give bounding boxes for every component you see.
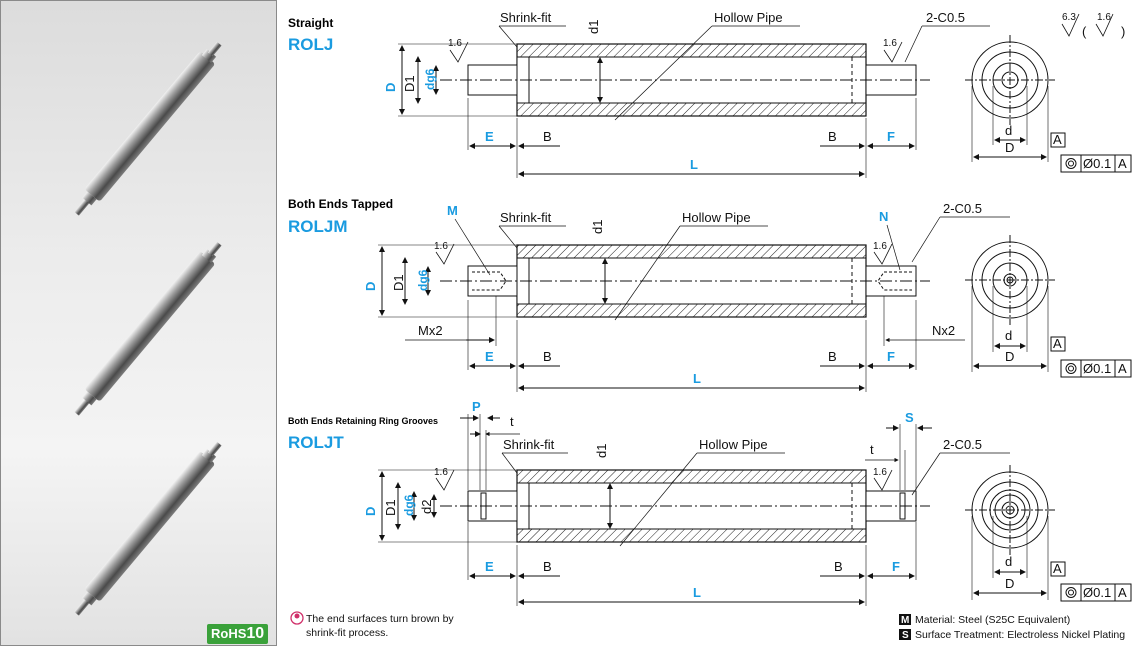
dim-F: F <box>887 129 895 144</box>
dim-d1: d1 <box>590 220 605 234</box>
roughness-mark: 1.6 <box>434 467 448 478</box>
drawing-svg: Straight ROLJ D D1 dg6 d1 Shrink-fit Hol… <box>288 10 1132 641</box>
surface-text: Surface Treatment: Electroless Nickel Pl… <box>915 629 1125 641</box>
material-text: Material: Steel (S25C Equivalent) <box>915 614 1070 626</box>
datum-A: A <box>1053 336 1062 351</box>
label-hollow-pipe: Hollow Pipe <box>682 210 751 225</box>
roller-photo-2 <box>74 241 222 416</box>
dim-L: L <box>693 371 701 386</box>
brown-note: The end surfaces turn brown by shrink-fi… <box>290 611 454 639</box>
product-photo-panel: RoHS10 <box>0 0 277 646</box>
dim-F: F <box>892 559 900 574</box>
dim-D-end: D <box>1005 576 1014 591</box>
view-subtitle: Both Ends Tapped <box>288 197 393 211</box>
view-name: ROLJT <box>288 433 344 452</box>
rohs-badge: RoHS10 <box>207 624 269 644</box>
dim-D: D <box>363 282 378 291</box>
dim-M: M <box>447 203 458 218</box>
roller-photos <box>74 41 222 616</box>
roughness-mark: 1.6 <box>883 38 897 49</box>
tolerance-ref: A <box>1118 361 1127 376</box>
dim-B: B <box>834 559 843 574</box>
dim-D: D <box>383 83 398 92</box>
tolerance-value: Ø0.1 <box>1083 361 1111 376</box>
label-chamfer: 2-C0.5 <box>943 201 982 216</box>
dim-B: B <box>828 129 837 144</box>
label-hollow-pipe: Hollow Pipe <box>714 10 783 25</box>
dim-E: E <box>485 349 494 364</box>
dim-B: B <box>543 129 552 144</box>
dim-D1: D1 <box>402 75 417 92</box>
label-shrink-fit: Shrink-fit <box>500 10 552 25</box>
tolerance-ref: A <box>1118 585 1127 600</box>
surface-tag: S <box>902 630 909 641</box>
dim-D: D <box>363 507 378 516</box>
view-roljt: Both Ends Retaining Ring Grooves ROLJT D… <box>288 399 1132 606</box>
label-hollow-pipe: Hollow Pipe <box>699 437 768 452</box>
roughness-mark: 1.6 <box>434 241 448 252</box>
material-tag: M <box>901 615 909 626</box>
surface-roughness-main: 6.3 <box>1062 12 1076 23</box>
dim-D1: D1 <box>391 274 406 291</box>
roughness-mark: 1.6 <box>873 467 887 478</box>
roughness-mark: 1.6 <box>448 38 462 49</box>
dim-d: d <box>1005 554 1012 569</box>
dim-D1: D1 <box>383 499 398 516</box>
view-subtitle: Both Ends Retaining Ring Grooves <box>288 416 438 426</box>
datum-A: A <box>1053 561 1062 576</box>
dim-d1: d1 <box>594 444 609 458</box>
label-chamfer: 2-C0.5 <box>926 10 965 25</box>
dim-d2: d2 <box>419 500 434 514</box>
dim-B: B <box>543 349 552 364</box>
view-roljm: Both Ends Tapped ROLJM D D1 dg6 d1 Shrin… <box>288 197 1132 392</box>
roller-photo-1 <box>74 41 222 216</box>
tolerance-value: Ø0.1 <box>1083 585 1111 600</box>
technical-drawing-area: Straight ROLJ D D1 dg6 d1 Shrink-fit Hol… <box>277 0 1148 648</box>
label-chamfer: 2-C0.5 <box>943 437 982 452</box>
note-text: shrink-fit process. <box>306 627 388 639</box>
view-name: ROLJ <box>288 35 333 54</box>
dim-E: E <box>485 559 494 574</box>
dim-dg6: dg6 <box>416 269 430 291</box>
dim-D-end: D <box>1005 349 1014 364</box>
dim-B: B <box>543 559 552 574</box>
note-text: The end surfaces turn brown by <box>306 613 454 625</box>
dim-t: t <box>510 414 514 429</box>
dim-D-end: D <box>1005 140 1014 155</box>
dim-B: B <box>828 349 837 364</box>
view-rolj: Straight ROLJ D D1 dg6 d1 Shrink-fit Hol… <box>288 10 1132 178</box>
view-name: ROLJM <box>288 217 348 236</box>
dim-dg6: dg6 <box>423 68 437 90</box>
dim-Nx2: Nx2 <box>932 323 955 338</box>
dim-E: E <box>485 129 494 144</box>
view-subtitle: Straight <box>288 16 333 30</box>
tolerance-ref: A <box>1118 156 1127 171</box>
svg-text:(: ( <box>1082 24 1087 39</box>
material-notes: M Material: Steel (S25C Equivalent) S Su… <box>899 614 1125 641</box>
dim-L: L <box>690 157 698 172</box>
label-shrink-fit: Shrink-fit <box>503 437 555 452</box>
dim-F: F <box>887 349 895 364</box>
tolerance-value: Ø0.1 <box>1083 156 1111 171</box>
svg-text:): ) <box>1121 24 1125 39</box>
dim-dg6: dg6 <box>402 494 416 516</box>
surface-roughness-paren: 1.6 <box>1097 12 1111 23</box>
dim-N: N <box>879 209 888 224</box>
dim-t: t <box>870 442 874 457</box>
dim-d1: d1 <box>586 20 601 34</box>
datum-A: A <box>1053 132 1062 147</box>
roughness-mark: 1.6 <box>873 241 887 252</box>
dim-Mx2: Mx2 <box>418 323 443 338</box>
roller-photo-3 <box>74 441 222 616</box>
dim-L: L <box>693 585 701 600</box>
dim-P: P <box>472 399 481 414</box>
dim-d: d <box>1005 328 1012 343</box>
label-shrink-fit: Shrink-fit <box>500 210 552 225</box>
dim-S: S <box>905 410 914 425</box>
dim-d: d <box>1005 123 1012 138</box>
